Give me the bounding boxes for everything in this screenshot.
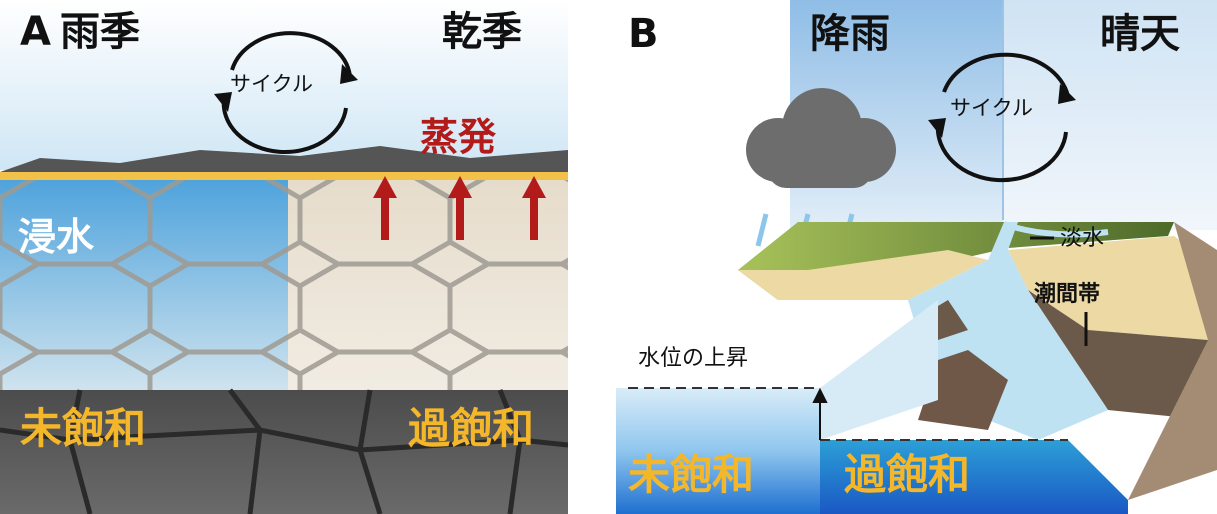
- flooding-label: 浸水: [18, 215, 95, 259]
- surface-line: [0, 172, 568, 180]
- unsaturated-label: 未飽和: [20, 404, 147, 453]
- sand-bank-left: [738, 250, 988, 300]
- evaporation-label: 蒸発: [420, 115, 497, 159]
- intertidal-label: 潮間帯: [1034, 282, 1101, 307]
- cycle-arrows: [928, 52, 1076, 183]
- sediment-cracks: [0, 388, 568, 514]
- crack-pattern: [0, 180, 568, 390]
- rain-cloud: [746, 88, 896, 188]
- panel-a-dry-wet-season: A 雨季 乾季 サイクル 蒸発 浸水 未飽和 過飽和: [0, 0, 568, 514]
- sunny-sky: [1003, 0, 1217, 230]
- water-rise-arrow: [812, 387, 828, 440]
- rain-label: 降雨: [810, 11, 890, 57]
- cross-section-slope: [820, 300, 938, 440]
- dry-season-label: 乾季: [442, 9, 522, 55]
- sediment-layer: [0, 390, 568, 514]
- cross-section-unsaturated: [616, 388, 820, 514]
- panel-a-letter: A: [20, 9, 51, 55]
- cycle-label: サイクル: [230, 72, 313, 96]
- supersaturated-label: 過飽和: [844, 450, 971, 499]
- mudflat: [1028, 290, 1208, 420]
- freshwater-label: 淡水: [1060, 226, 1105, 251]
- evaporation-arrows: [373, 176, 546, 240]
- cliff-side: [1128, 222, 1217, 500]
- unsaturated-label: 未飽和: [628, 450, 755, 499]
- cycle-arrows: [214, 31, 358, 155]
- sky: [0, 0, 568, 170]
- cross-section-supersaturated: [820, 440, 1128, 514]
- freshwater-stream: [1003, 221, 1109, 238]
- cycle-label: サイクル: [950, 96, 1033, 120]
- rainy-season-label: 雨季: [60, 9, 140, 55]
- sand-bank-right: [1008, 236, 1208, 340]
- mountain-silhouette: [0, 146, 568, 176]
- supersaturated-label: 過飽和: [408, 404, 535, 453]
- panel-b-tidal-cycle: B 降雨 晴天 サイクル 淡水 潮間帯 水位の上昇 未飽和 過飽和: [608, 0, 1217, 514]
- panel-b-letter: B: [628, 11, 659, 57]
- sunny-label: 晴天: [1100, 11, 1180, 57]
- panel-a-illustration: [0, 0, 568, 514]
- water-rise-label: 水位の上昇: [638, 346, 749, 371]
- panel-b-illustration: [616, 0, 1217, 514]
- mud-island: [918, 350, 1008, 430]
